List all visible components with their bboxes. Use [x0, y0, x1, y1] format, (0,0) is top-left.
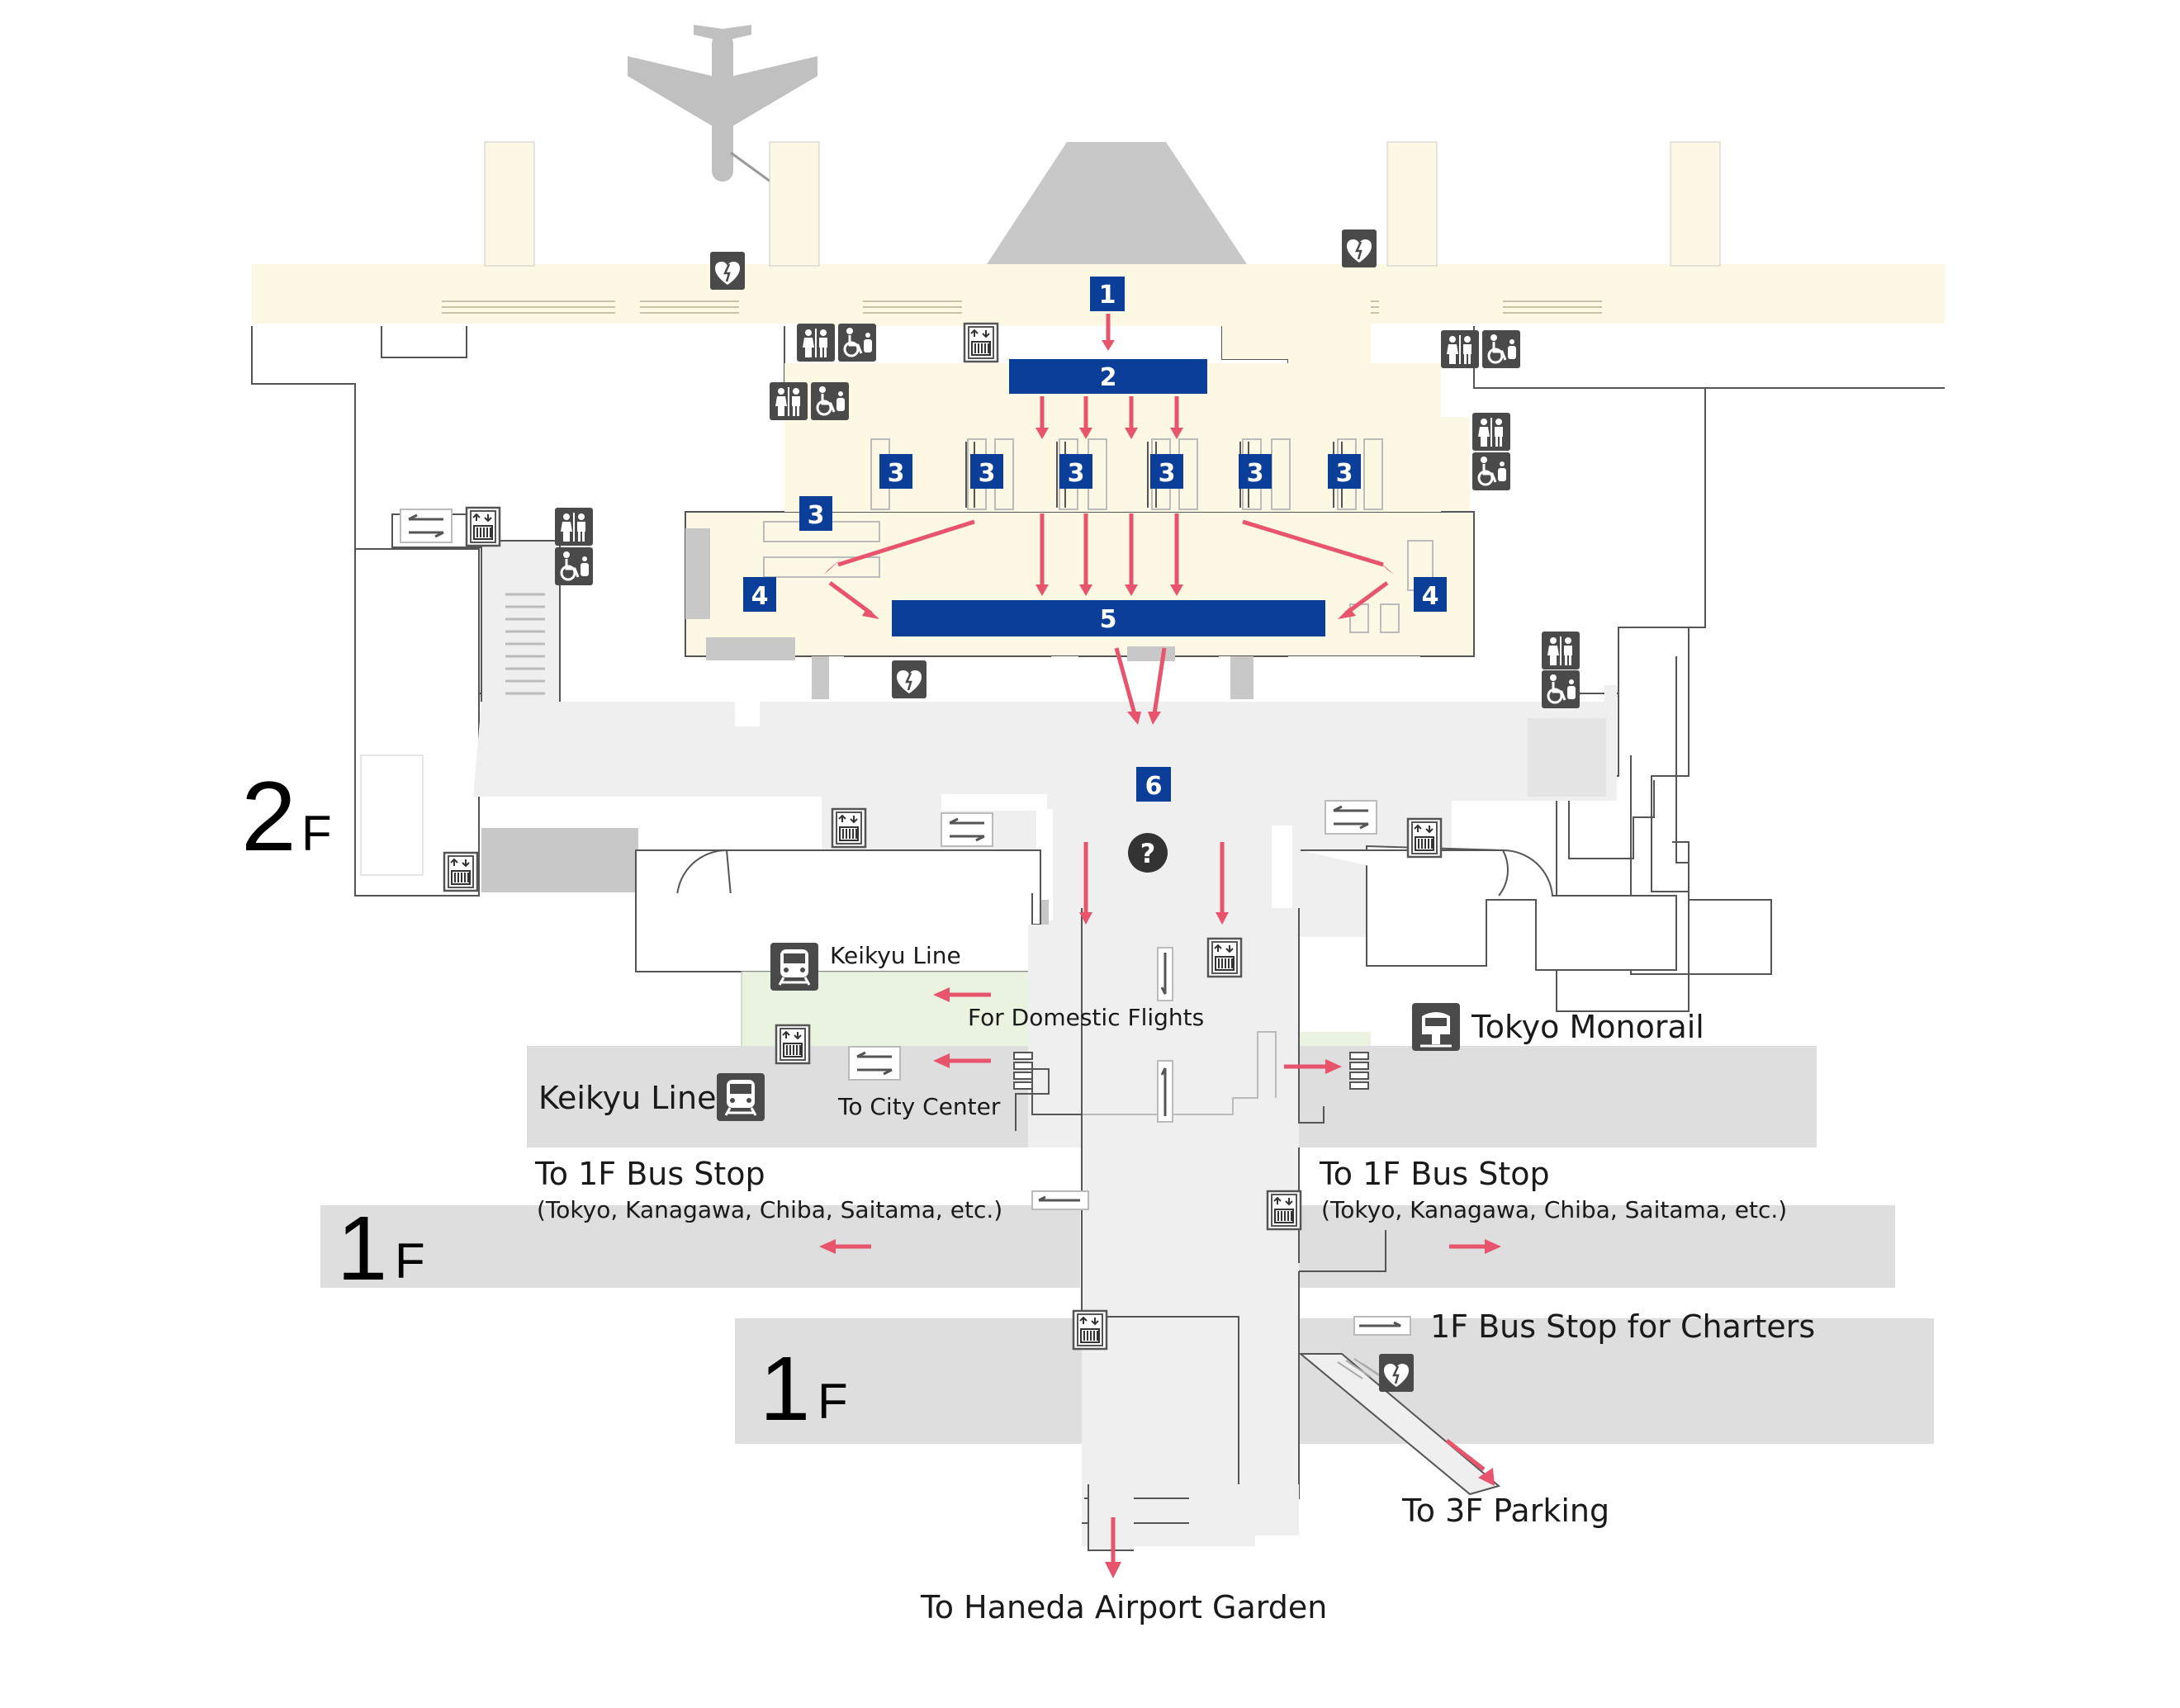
for-domestic-flights-label: For Domestic Flights: [968, 1004, 1204, 1031]
elevator-icon[interactable]: [831, 807, 867, 849]
svg-text:6: 6: [1145, 772, 1163, 801]
restroom-icon[interactable]: [1441, 330, 1479, 368]
elevator-icon[interactable]: [963, 322, 999, 363]
elevator-icon[interactable]: [1072, 1309, 1108, 1351]
step-3-label: 3: [979, 459, 996, 488]
elevator-icon[interactable]: [1206, 937, 1243, 978]
step-3-label: 3: [888, 459, 905, 488]
escalator-icon[interactable]: [1353, 1316, 1411, 1336]
step-2-box: 2: [1009, 359, 1207, 394]
escalator-icon[interactable]: [940, 811, 994, 848]
bus-stop-right-sub: (Tokyo, Kanagawa, Chiba, Saitama, etc.): [1321, 1196, 1787, 1223]
train-icon: [715, 1072, 766, 1123]
step-5-box: 5: [892, 600, 1325, 636]
stairs: [1013, 1052, 1369, 1090]
escalator-icon[interactable]: [399, 508, 453, 544]
svg-text:1: 1: [337, 1198, 387, 1299]
svg-text:1: 1: [760, 1338, 810, 1440]
charters-label: 1F Bus Stop for Charters: [1430, 1308, 1815, 1345]
tokyo-monorail-label: Tokyo Monorail: [1471, 1009, 1704, 1045]
restroom-icon[interactable]: [797, 324, 835, 362]
parking-label: To 3F Parking: [1401, 1493, 1609, 1529]
keikyu-line-label-small: Keikyu Line: [830, 942, 961, 969]
elevator-icon[interactable]: [465, 506, 501, 547]
restroom-icon[interactable]: [770, 382, 808, 420]
airplane-icon: [628, 25, 818, 187]
building-block: [635, 845, 1677, 972]
elevator-icon[interactable]: [443, 851, 479, 892]
restroom-icon[interactable]: [1542, 632, 1580, 669]
svg-text:2: 2: [241, 761, 296, 872]
accessible-restroom-icon[interactable]: [553, 546, 595, 587]
step-3-label: 3: [1336, 459, 1353, 488]
step-6-box: 6: [1136, 767, 1171, 802]
restroom-icon[interactable]: [1472, 413, 1510, 451]
escalator-icon[interactable]: [1157, 1060, 1173, 1123]
to-city-center-label: To City Center: [837, 1093, 1001, 1120]
step-3-label: 3: [808, 501, 825, 530]
train-icon: [769, 941, 820, 992]
aed-icon[interactable]: [1340, 228, 1378, 269]
information-icon[interactable]: ?: [1128, 833, 1168, 873]
route-arrows: [819, 314, 1501, 1578]
accessible-restroom-icon[interactable]: [809, 381, 851, 422]
bus-stop-left-sub: (Tokyo, Kanagawa, Chiba, Saitama, etc.): [537, 1196, 1002, 1223]
aed-icon[interactable]: [1377, 1352, 1415, 1393]
aed-icon[interactable]: [890, 659, 928, 700]
monorail-icon: [1410, 1001, 1462, 1053]
svg-text:4: 4: [751, 582, 769, 611]
svg-text:F: F: [395, 1233, 425, 1289]
floor-label-1f-upper: 1 F: [337, 1198, 425, 1299]
svg-text:F: F: [301, 806, 332, 861]
escalator-icon[interactable]: [847, 1045, 902, 1081]
step-3-label: 3: [1247, 459, 1264, 488]
svg-text:F: F: [818, 1374, 848, 1429]
escalator-icon[interactable]: [1324, 799, 1378, 835]
step-3-label: 3: [1159, 459, 1176, 488]
floor-label-2f: 2 F: [241, 761, 332, 872]
escalator-icon[interactable]: [1157, 947, 1173, 1001]
elevator-icon[interactable]: [1266, 1190, 1302, 1231]
elevator-icon[interactable]: [775, 1024, 811, 1065]
floor-label-1f-lower: 1 F: [760, 1338, 848, 1440]
svg-text:1: 1: [1099, 281, 1116, 310]
elevator-icon[interactable]: [1406, 817, 1443, 859]
step-3-label: 3: [1068, 459, 1085, 488]
accessible-restroom-icon[interactable]: [1540, 669, 1581, 710]
aed-icon[interactable]: [708, 250, 746, 291]
svg-text:5: 5: [1100, 605, 1117, 634]
bus-stop-left-title: To 1F Bus Stop: [534, 1156, 765, 1192]
accessible-restroom-icon[interactable]: [836, 322, 878, 363]
keikyu-line-label-large: Keikyu Line: [538, 1080, 716, 1116]
lower-walkway: [1015, 908, 1386, 1551]
accessible-restroom-icon[interactable]: [1481, 329, 1522, 370]
accessible-restroom-icon[interactable]: [1471, 451, 1512, 492]
parking-ramp: [1298, 1353, 1780, 1496]
escalator-icon[interactable]: [1031, 1190, 1089, 1210]
step-4-boxes: 4 4: [743, 577, 1447, 612]
garden-label: To Haneda Airport Garden: [920, 1589, 1327, 1625]
svg-text:4: 4: [1422, 582, 1439, 611]
step-1-box: 1: [1090, 277, 1125, 311]
terminal-pyramid: [987, 142, 1247, 264]
bus-stop-right-title: To 1F Bus Stop: [1319, 1156, 1550, 1192]
step-3-boxes: [799, 454, 1361, 531]
svg-text:?: ?: [1140, 838, 1156, 869]
restroom-icon[interactable]: [555, 508, 593, 546]
svg-text:2: 2: [1100, 363, 1117, 392]
